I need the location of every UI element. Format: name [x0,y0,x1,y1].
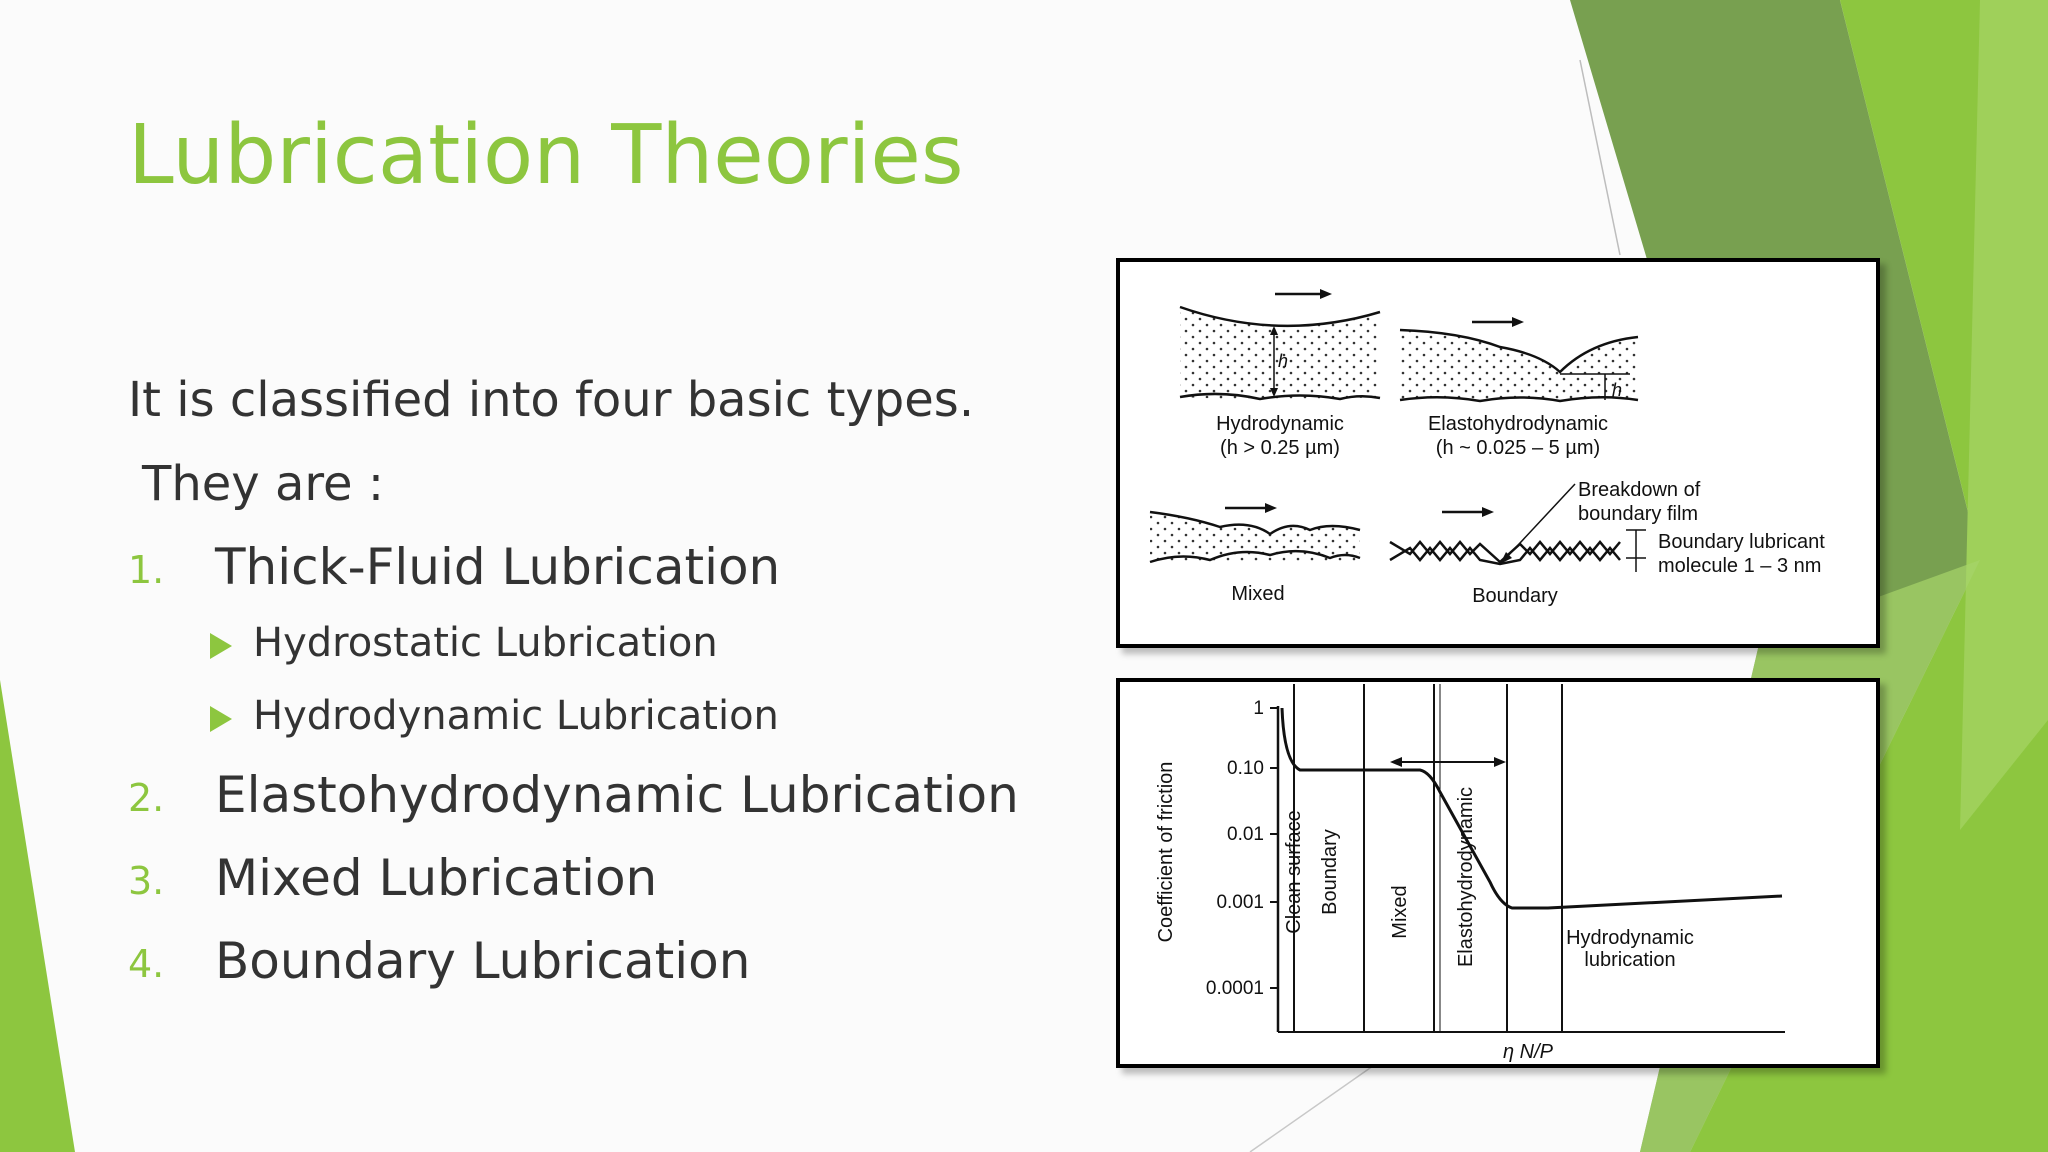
svg-text:Boundary: Boundary [1472,585,1558,607]
list-item-mixed: Mixed Lubrication [215,849,658,907]
list-number-4: 4. [128,942,165,986]
list-item-thick-fluid: Thick-Fluid Lubrication [215,538,781,596]
bullet-arrow-icon [210,706,232,732]
list-item-elastohydrodynamic: Elastohydrodynamic Lubrication [215,766,1019,824]
y-tick-label: 0.0001 [1206,978,1264,999]
svg-text:Mixed: Mixed [1231,583,1284,605]
svg-text:Boundary lubricant: Boundary lubricant [1658,531,1825,553]
svg-text:h: h [1612,380,1622,400]
list-number-1: 1. [128,548,165,592]
hydrodynamic-diagram: h Hydrodynamic (h > 0.25 µm) [1179,289,1381,459]
region-label-ehd: Elastohydrodynamic [1455,787,1477,967]
intro-text-2: They are : [142,456,384,512]
sub-item-hydrostatic: Hydrostatic Lubrication [253,620,718,666]
svg-text:molecule 1 – 3 nm: molecule 1 – 3 nm [1658,555,1821,577]
svg-text:Breakdown of: Breakdown of [1578,479,1701,501]
x-axis-label: η N/P [1503,1041,1554,1063]
svg-text:(h ~ 0.025 – 5 µm): (h ~ 0.025 – 5 µm) [1436,437,1600,459]
regimes-figure: h Hydrodynamic (h > 0.25 µm) h Elastohyd… [1116,258,1880,648]
y-tick-label: 1 [1253,698,1264,719]
stribeck-figure: Coefficient of friction 1 0.10 0.01 0.00… [1116,678,1880,1068]
slide-title: Lubrication Theories [128,108,964,203]
ehd-diagram: h Elastohydrodynamic (h ~ 0.025 – 5 µm) [1399,317,1639,459]
svg-text:Hydrodynamic: Hydrodynamic [1216,413,1344,435]
intro-text: It is classified into four basic types. [128,372,975,428]
region-dividers [1293,684,1563,1032]
y-ticks: 1 0.10 0.01 0.001 0.0001 [1206,698,1278,999]
y-tick-label: 0.01 [1227,824,1264,845]
sub-item-hydrodynamic: Hydrodynamic Lubrication [253,693,779,739]
list-number-3: 3. [128,859,165,903]
bullet-arrow-icon [210,633,232,659]
hydrodynamic-region-label: Hydrodynamic [1566,927,1694,949]
svg-text:Elastohydrodynamic: Elastohydrodynamic [1428,413,1608,435]
svg-text:boundary film: boundary film [1578,503,1698,525]
y-tick-label: 0.10 [1227,758,1264,779]
friction-curve [1280,707,1783,910]
list-item-boundary: Boundary Lubrication [215,932,751,990]
y-axis-label: Coefficient of friction [1155,762,1177,943]
region-labels: Clean surface Boundary Mixed Elastohydro… [1283,787,1477,967]
y-tick-label: 0.001 [1216,892,1264,913]
boundary-diagram: Breakdown of boundary film Boundary lubr… [1389,479,1825,607]
svg-text:(h > 0.25 µm): (h > 0.25 µm) [1220,437,1340,459]
region-label-clean-surface: Clean surface [1283,810,1305,933]
hydrodynamic-region-label-2: lubrication [1584,949,1675,971]
mixed-diagram: Mixed [1149,503,1361,605]
double-arrow-icon [1390,757,1506,767]
svg-text:h: h [1278,351,1288,371]
region-label-boundary: Boundary [1319,829,1341,915]
region-label-mixed: Mixed [1389,885,1411,938]
list-number-2: 2. [128,776,165,820]
